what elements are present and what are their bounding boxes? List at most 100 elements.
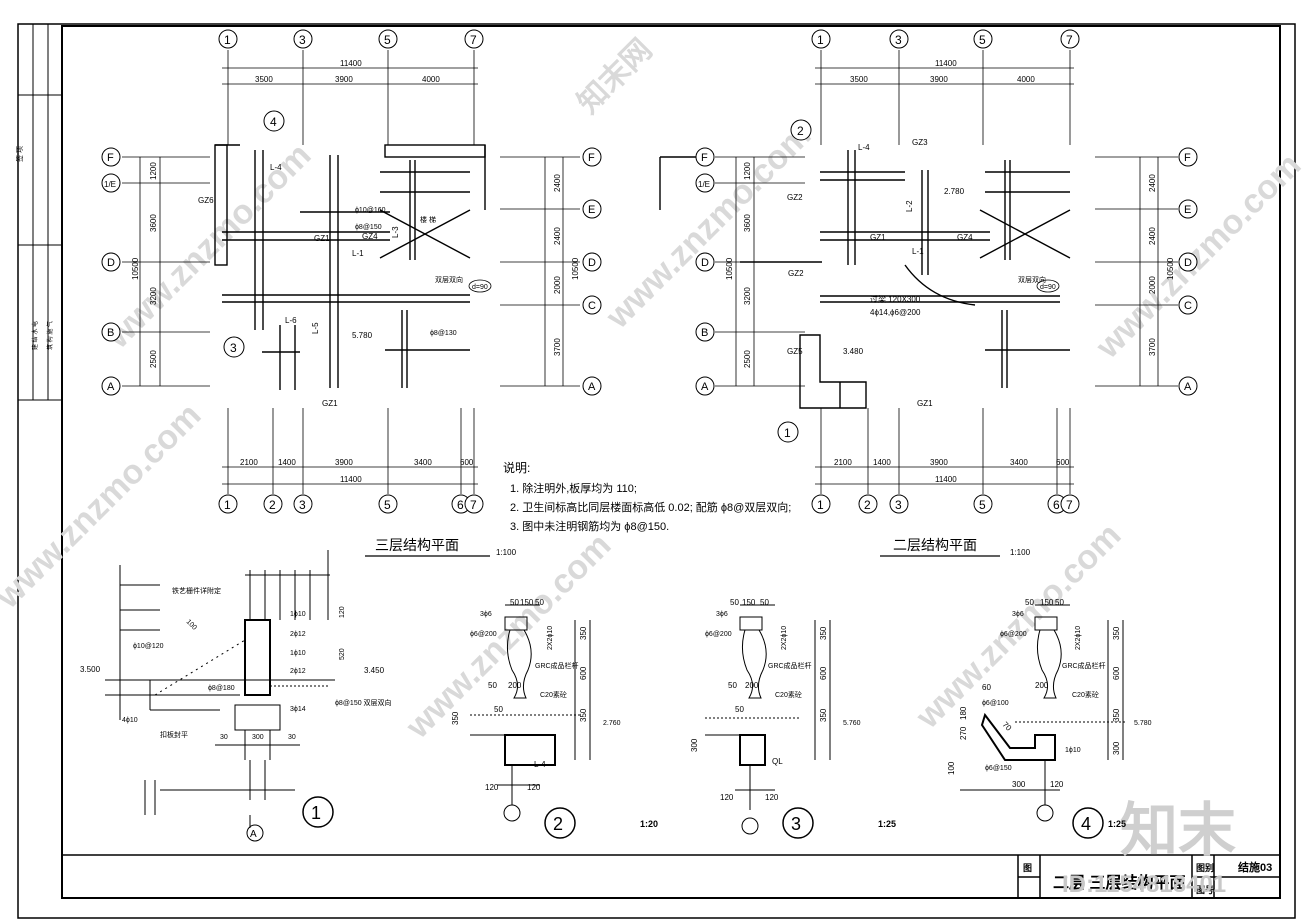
axis-label: 1 — [817, 33, 824, 47]
axis-label: 7 — [1066, 33, 1073, 47]
level-mark: 3.450 — [364, 666, 385, 675]
detail-dim: 70 — [1001, 720, 1014, 733]
dim-text: 10500 — [1166, 257, 1175, 280]
outer-frame — [17, 23, 1296, 919]
member-label: L-1 — [912, 247, 924, 256]
plan-scale: 1:100 — [496, 548, 517, 557]
dim-text: 3400 — [1010, 458, 1028, 467]
dim-text: 3200 — [149, 287, 158, 305]
note-item: 1. 除注明外,板厚均为 110; — [510, 481, 637, 495]
detail-dim: 50 — [488, 681, 497, 690]
member-label: GZ2 — [787, 193, 803, 202]
dim-text: 1400 — [873, 458, 891, 467]
detail-label: ϕ6@100 — [982, 700, 1009, 707]
dim-text: 3900 — [335, 458, 353, 467]
detail-label: 1ϕ10 — [1065, 747, 1081, 754]
detail-dim: 600 — [579, 666, 588, 680]
detail-dim: 120 — [527, 783, 541, 792]
detail-label: ϕ10@120 — [133, 643, 164, 650]
member-label: L-6 — [285, 316, 297, 325]
axis-label: C — [1184, 300, 1192, 312]
section-mark: 4 — [270, 115, 277, 129]
dim-text: 2100 — [834, 458, 852, 467]
title-block-label: 图 — [1023, 863, 1032, 873]
axis-label: D — [1184, 257, 1192, 269]
detail-dim: 300 — [1112, 741, 1121, 755]
detail-dim: 350 — [579, 708, 588, 722]
axis-label: D — [701, 257, 709, 269]
slab-thickness: d=90 — [472, 284, 488, 291]
detail-label: 3ϕ14 — [290, 706, 306, 713]
detail-dim: 300 — [690, 738, 699, 752]
detail-number: 3 — [791, 814, 801, 834]
axis-label: 3 — [299, 33, 306, 47]
detail-label: GRC成品栏杆 — [1062, 661, 1106, 670]
detail-2: 2 50 150 50 3ϕ6 ϕ6@200 2X2ϕ10 GRC成品栏杆 C2… — [451, 598, 621, 839]
axis-label: 3 — [895, 33, 902, 47]
detail-label: 1ϕ10 — [290, 650, 306, 657]
axis-label: 1 — [224, 498, 231, 512]
detail-dim: 200 — [508, 681, 522, 690]
axis-label: 1 — [224, 33, 231, 47]
detail-dim: 120 — [720, 793, 734, 802]
axis-label: 1 — [817, 498, 824, 512]
detail-dim: 50 — [730, 598, 739, 607]
detail-dim: 300 — [252, 734, 264, 741]
axis-label: D — [107, 257, 115, 269]
notes-heading: 说明: — [503, 460, 530, 475]
lintel-label: 过梁 120X300 — [870, 294, 921, 304]
axis-label: 2 — [269, 498, 276, 512]
plan-scale: 1:100 — [1010, 548, 1031, 557]
dim-text: 4000 — [422, 75, 440, 84]
level-mark: 3.500 — [80, 665, 101, 674]
dim-text: 1200 — [149, 162, 158, 180]
detail-dim: 120 — [765, 793, 779, 802]
dim-text: 3200 — [743, 287, 752, 305]
left-plan: 1 3 5 7 1 2 3 5 6 7 F 1/E D B A F E D C … — [101, 29, 602, 514]
watermark-logo: 知末 — [1120, 798, 1236, 863]
dim-text: 2500 — [743, 350, 752, 368]
lintel-rebar: 4ϕ14,ϕ6@200 — [870, 308, 921, 317]
sheet-title: 二层 三层结构平面 — [1053, 873, 1185, 892]
rebar-label: ϕ8@130 — [430, 330, 457, 337]
detail-number: 1 — [311, 803, 321, 823]
title-block-label: 图号 — [1196, 885, 1214, 895]
axis-label: 1/E — [104, 180, 116, 189]
detail-label: 3ϕ6 — [716, 611, 728, 618]
member-label: L-2 — [905, 200, 914, 212]
detail-dim: 350 — [819, 626, 828, 640]
detail-dim: 50 — [535, 598, 544, 607]
detail-dim: 100 — [185, 618, 198, 631]
note-item: 2. 卫生间标高比同层楼面标高低 0.02; 配筋 ϕ8@双层双向; — [510, 500, 791, 514]
sign-strip-label: 筑 构 施 气 — [46, 321, 54, 350]
dim-text: 1200 — [743, 162, 752, 180]
detail-dim: 200 — [745, 681, 759, 690]
detail-axis: A — [250, 829, 257, 840]
dim-text: 2400 — [1148, 227, 1157, 245]
member-label: L-4 — [858, 143, 870, 152]
watermark: www.znzmo.com — [0, 396, 208, 616]
dim-text: 600 — [1056, 458, 1070, 467]
watermark: www.znzmo.com — [1088, 146, 1308, 366]
axis-label: F — [588, 152, 595, 164]
axis-label: A — [701, 381, 709, 393]
section-mark: 2 — [797, 124, 804, 138]
member-label: GZ4 — [957, 233, 973, 242]
axis-label: 5 — [979, 498, 986, 512]
detail-label: 2ϕ12 — [290, 631, 306, 638]
sign-strip-label: 签 项 — [15, 146, 24, 162]
detail-dim: 50 — [728, 681, 737, 690]
axis-label: D — [588, 257, 596, 269]
notes: 说明: 1. 除注明外,板厚均为 110; 2. 卫生间标高比同层楼面标高低 0… — [503, 460, 791, 533]
detail-label: 铁艺栅件详附定 — [172, 586, 221, 595]
section-mark: 1 — [784, 426, 791, 440]
member-label: GZ1 — [870, 233, 886, 242]
drawing-number: 结施03 — [1237, 860, 1272, 874]
dim-text: 3500 — [850, 75, 868, 84]
detail-label: ϕ6@200 — [705, 631, 732, 638]
detail-dim: 50 — [735, 705, 744, 714]
dim-text: 3900 — [335, 75, 353, 84]
dim-text: 3600 — [743, 214, 752, 232]
axis-label: 7 — [470, 33, 477, 47]
detail-dim: 50 — [1025, 598, 1034, 607]
